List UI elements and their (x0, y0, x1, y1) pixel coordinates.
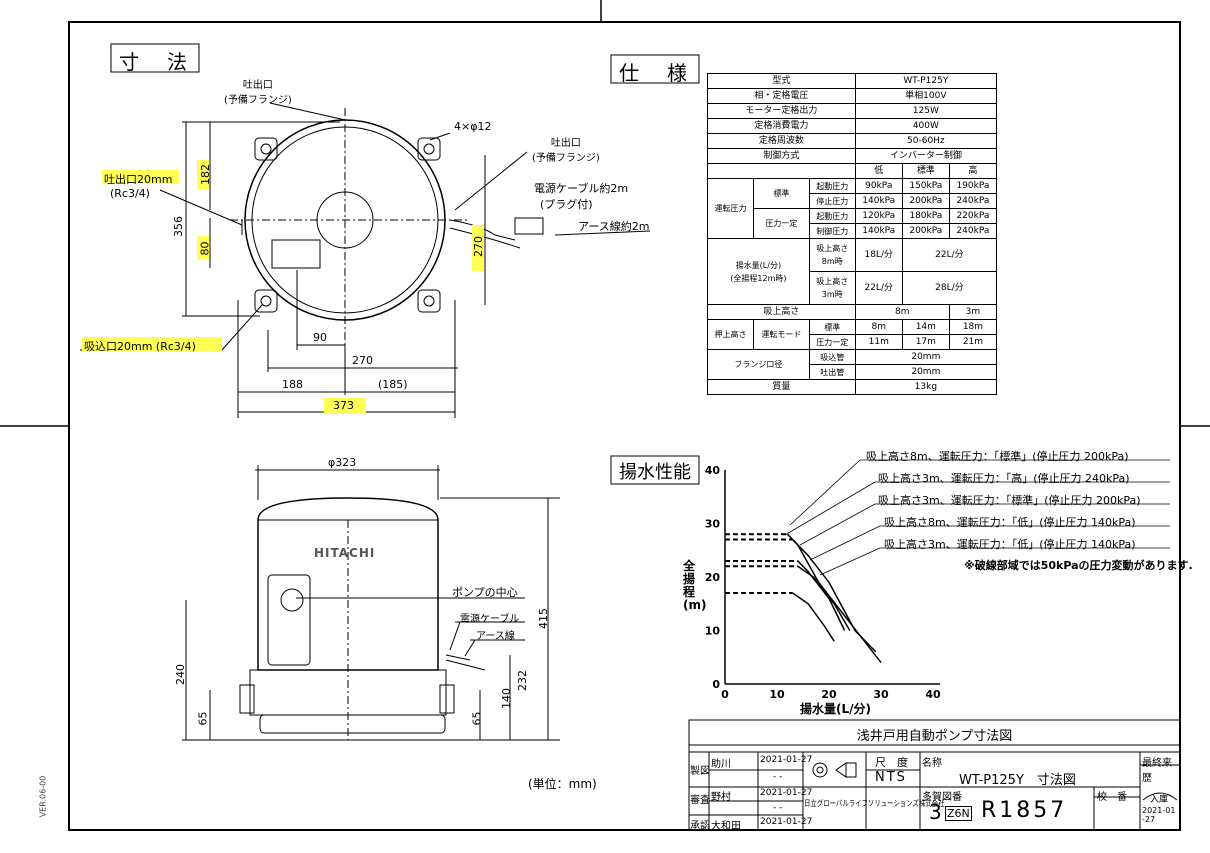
text: (全揚程12m時) (730, 273, 787, 283)
series-1-line (797, 560, 846, 631)
text: (予備フランジ) (224, 95, 292, 106)
discharge-label: 吐出口20mm (104, 173, 173, 186)
cell: 吸上高さ 3m時 (808, 271, 856, 305)
tb-d2: 2021-01-27 (760, 788, 813, 798)
tb-last: 最終来歴 (1142, 758, 1172, 784)
tb-drawno-b: Z6N (945, 806, 972, 821)
tb-dash1: - - (773, 772, 783, 782)
text: 吸上高さ (816, 244, 849, 253)
pump-center-label: ポンプの中心 (452, 586, 518, 599)
tb-scale: NTS (875, 770, 907, 785)
series-4-line (792, 592, 835, 642)
text: 3m時 (821, 290, 843, 299)
tb-n2: 野村 (711, 792, 731, 803)
dim-323: φ323 (328, 456, 357, 469)
tb-title: 浅井戸用自動ポンプ寸法図 (856, 729, 1013, 744)
tb-made: 製図 (690, 766, 710, 777)
x-tick-label: 10 (769, 688, 785, 701)
section-spec-title: 仕 様 (619, 61, 691, 85)
tb-name: WT-P125Y 寸法図 (959, 773, 1076, 788)
tb-dash2: - - (773, 803, 783, 813)
chart-note: ※破線部域では50kPaの圧力変動があります. (964, 559, 1193, 572)
tb-company: 日立グローバルライフソリューションズ株式会社 (804, 799, 945, 808)
text: 吐出口 (242, 80, 273, 91)
earth-label: アース線約2m (578, 220, 650, 233)
tb-drawno-c: R1857 (981, 798, 1068, 823)
dim-90: 90 (313, 331, 327, 344)
tb-name-label: 名称 (922, 758, 942, 769)
x-tick-label: 30 (873, 688, 889, 701)
y-tick-label: 10 (705, 625, 721, 638)
unit-label: (単位：mm) (528, 777, 597, 791)
x-tick-label: 20 (821, 688, 837, 701)
dim-270: 270 (352, 354, 373, 367)
y-tick-label: 40 (705, 464, 721, 477)
tb-n1: 助川 (711, 759, 731, 770)
discharge-rc-label: (Rc3/4) (110, 187, 150, 200)
tb-drawno-label: 多賀図番 (922, 792, 962, 803)
legend-5: 吸上高さ3m、運転圧力：「低」(停止圧力 140kPa) (884, 538, 1136, 551)
text: 8m時 (821, 257, 843, 266)
y-tick-label: 30 (705, 518, 721, 531)
legend-1: 吸上高さ8m、運転圧力：「標準」(停止圧力 200kPa) (866, 450, 1129, 463)
cell: 運転モード (752, 319, 810, 350)
performance-chart: 0 10 20 30 40 0 10 20 30 40 (705, 464, 941, 701)
section-dimensions-title: 寸 法 (119, 50, 191, 74)
cell: 吸上高さ 8m時 (808, 238, 856, 272)
cell: 運転圧力 (707, 178, 754, 239)
y-tick-label: 20 (705, 571, 721, 584)
x-tick-label: 0 (721, 688, 729, 701)
text: 揚水量(L/分) (735, 260, 782, 270)
tb-scale-label: 尺 度 (875, 756, 908, 769)
text: (予備フランジ) (532, 153, 600, 164)
brand-logo: HITACHI (314, 546, 376, 560)
legend-2: 吸上高さ3m、運転圧力：「高」(停止圧力 240kPa) (878, 472, 1130, 485)
earth-short-label: アース線 (476, 631, 515, 642)
section-performance-title: 揚水性能 (619, 462, 691, 483)
cell: 揚水量(L/分) (全揚程12m時) (707, 238, 810, 305)
front-view (182, 465, 560, 741)
discharge-spare-right-label: 吐出口 (予備フランジ) (532, 134, 600, 164)
tb-check: 審査 (690, 795, 710, 806)
tb-d3: 2021-01-27 (760, 817, 813, 827)
tb-rec-date: 2021-01-27 (1142, 806, 1176, 824)
y-tick-label: 0 (712, 678, 720, 691)
series-3-line (792, 539, 877, 653)
series-5-line (797, 565, 851, 631)
legend-4: 吸上高さ8m、運転圧力：「低」(停止圧力 140kPa) (884, 516, 1136, 529)
chart-xlabel: 揚水量(L/分) (800, 702, 871, 716)
cell: 圧力一定 (752, 208, 810, 239)
dim-185: (185) (378, 378, 408, 391)
tb-drawno-a: 3 (929, 800, 942, 824)
x-tick-label: 40 (925, 688, 941, 701)
cable-label: 電源ケーブル約2m (534, 182, 629, 195)
tb-rev: 校 番 (1097, 792, 1127, 803)
bolt-label: 4×φ12 (454, 120, 492, 133)
tb-rec: 入庫 (1150, 795, 1169, 805)
dim-373: 373 (333, 399, 354, 412)
tb-n3: 大和田 (711, 821, 741, 832)
discharge-spare-label: 吐出口 (予備フランジ) (224, 76, 292, 106)
legend-3: 吸上高さ3m、運転圧力：「標準」(停止圧力 200kPa) (878, 494, 1141, 507)
dim-188: 188 (282, 378, 303, 391)
text: 吐出口 (550, 138, 581, 149)
tb-d1: 2021-01-27 (760, 755, 813, 765)
chart-frame (724, 470, 940, 685)
plug-label: (プラグ付) (540, 198, 593, 211)
tb-approve: 承認 (690, 821, 710, 832)
suction-label: 吸込口20mm (Rc3/4) (84, 340, 196, 353)
cable-short-label: 電源ケーブル (460, 614, 520, 625)
text: 吸上高さ (816, 277, 849, 286)
cell: 13kg (854, 379, 998, 395)
cell: 押上高さ (707, 319, 754, 350)
titleblock: 浅井戸用自動ポンプ寸法図 製図 審査 承認 助川 野村 大和田 2021-01-… (689, 720, 1181, 832)
